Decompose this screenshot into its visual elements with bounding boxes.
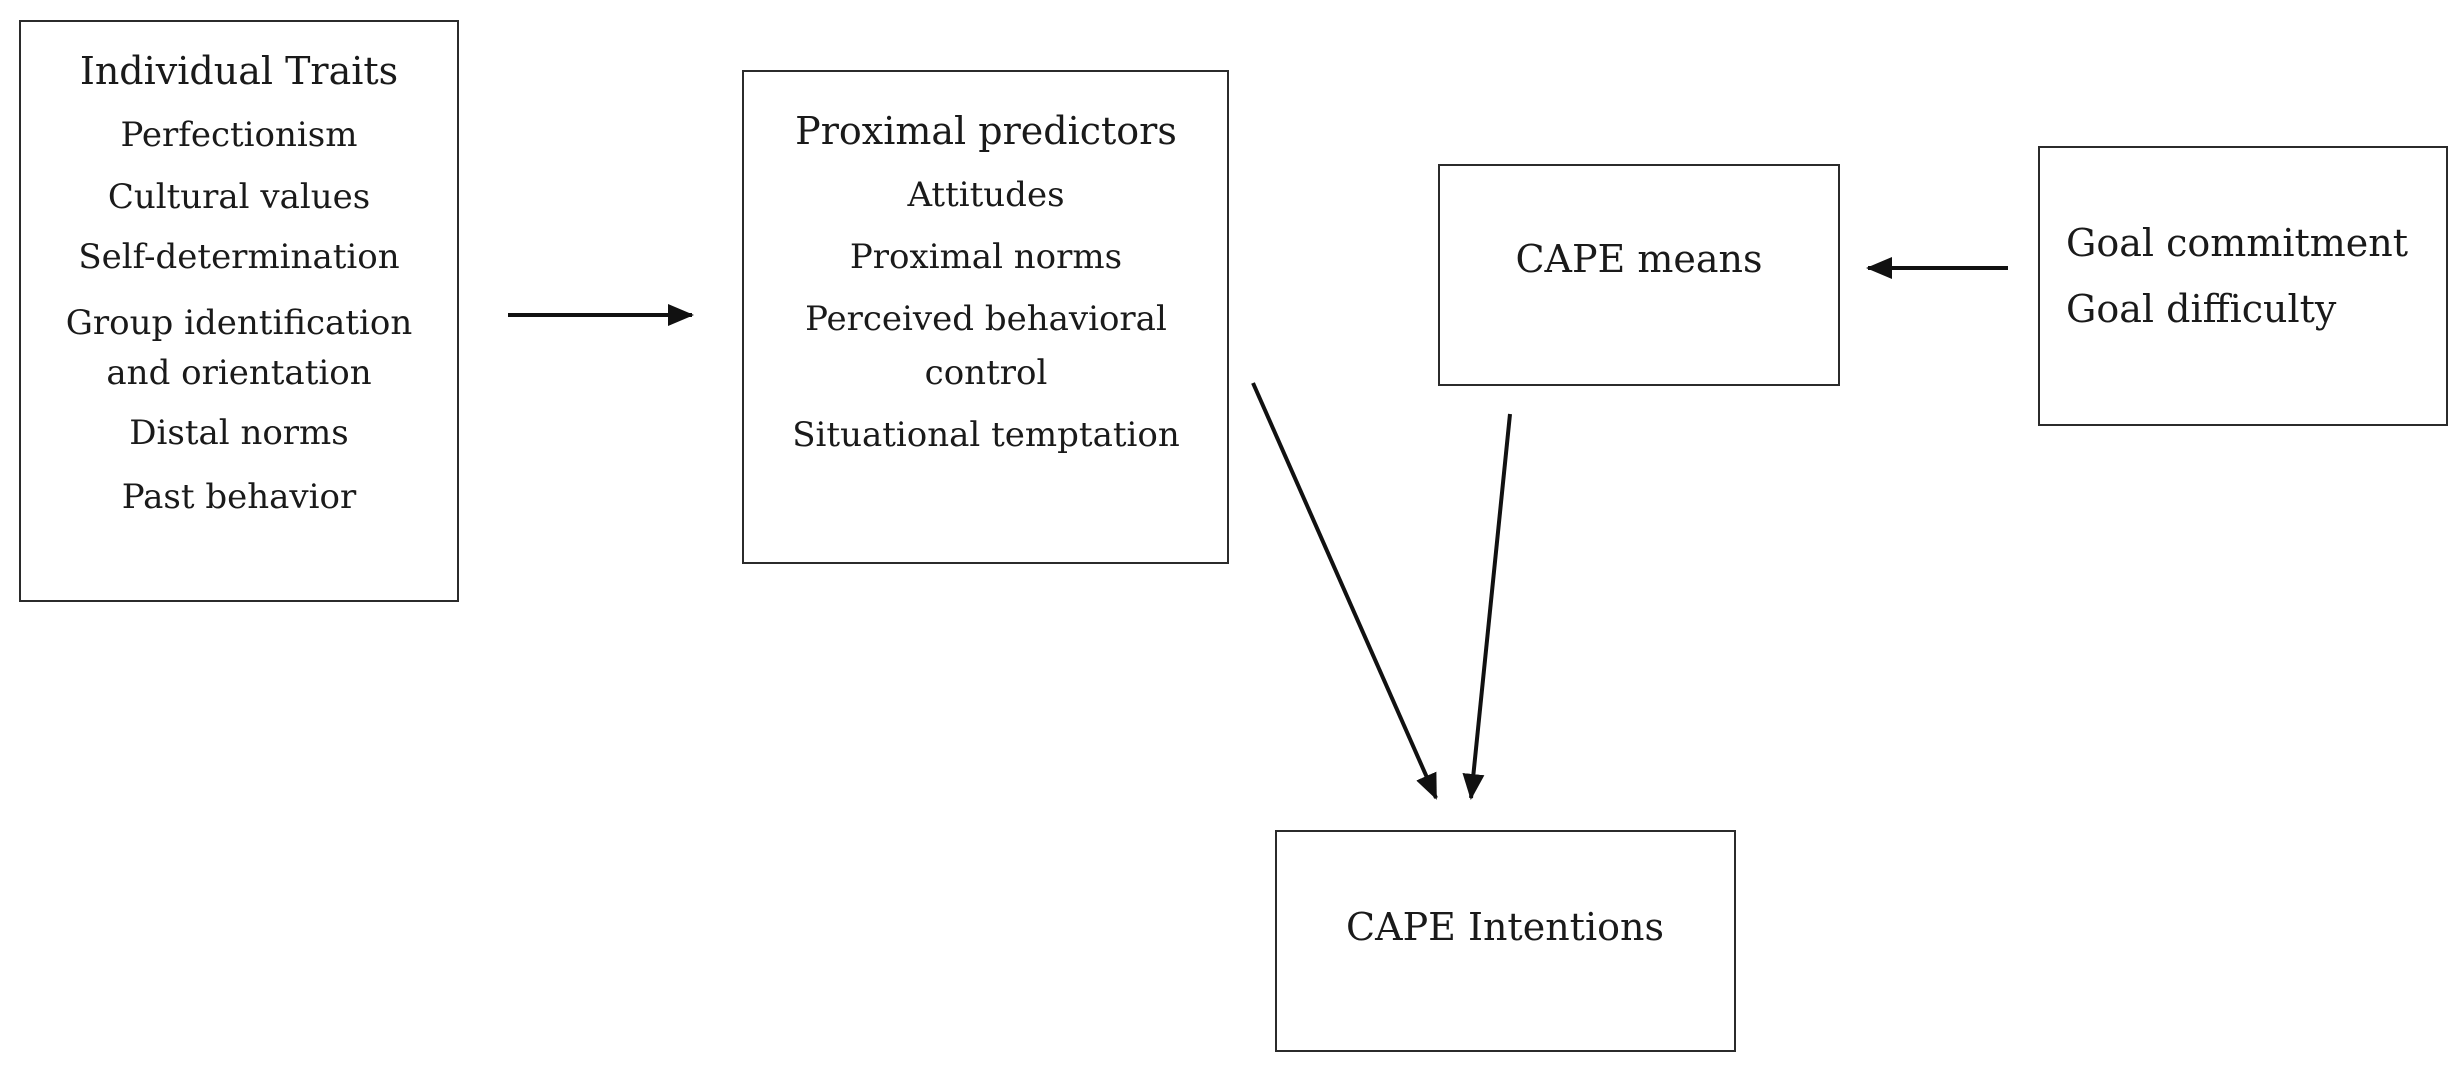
cape-intentions-box <box>1275 830 1736 1052</box>
predictor-attitudes: Attitudes <box>907 175 1065 215</box>
cape-means-box <box>1438 164 1840 386</box>
cape-intentions-label: CAPE Intentions <box>1346 905 1664 949</box>
predictor-control: control <box>924 353 1048 393</box>
trait-perfectionism: Perfectionism <box>120 115 358 155</box>
trait-distal-norms: Distal norms <box>129 413 349 453</box>
predictor-perceived-behavioral: Perceived behavioral <box>805 299 1167 339</box>
individual-traits-heading: Individual Traits <box>79 49 399 93</box>
trait-group-identification: Group identification <box>65 303 413 343</box>
goal-commitment: Goal commitment <box>2066 221 2409 265</box>
arrow-means-to-intentions <box>1462 413 1512 800</box>
predictor-proximal-norms: Proximal norms <box>849 237 1123 277</box>
individual-traits-box <box>19 20 459 602</box>
goals-box <box>2038 146 2448 426</box>
predictor-situational-temptation: Situational temptation <box>792 415 1180 455</box>
proximal-predictors-box <box>742 70 1229 564</box>
trait-cultural-values: Cultural values <box>107 177 371 217</box>
goal-difficulty: Goal difficulty <box>2066 287 2337 331</box>
arrow-proximal-to-intentions <box>1251 382 1438 800</box>
cape-means-label: CAPE means <box>1515 237 1763 281</box>
proximal-predictors-heading: Proximal predictors <box>795 109 1177 153</box>
trait-past-behavior: Past behavior <box>121 477 357 517</box>
trait-self-determination: Self-determination <box>78 237 400 277</box>
trait-group-orientation: and orientation <box>106 353 372 393</box>
